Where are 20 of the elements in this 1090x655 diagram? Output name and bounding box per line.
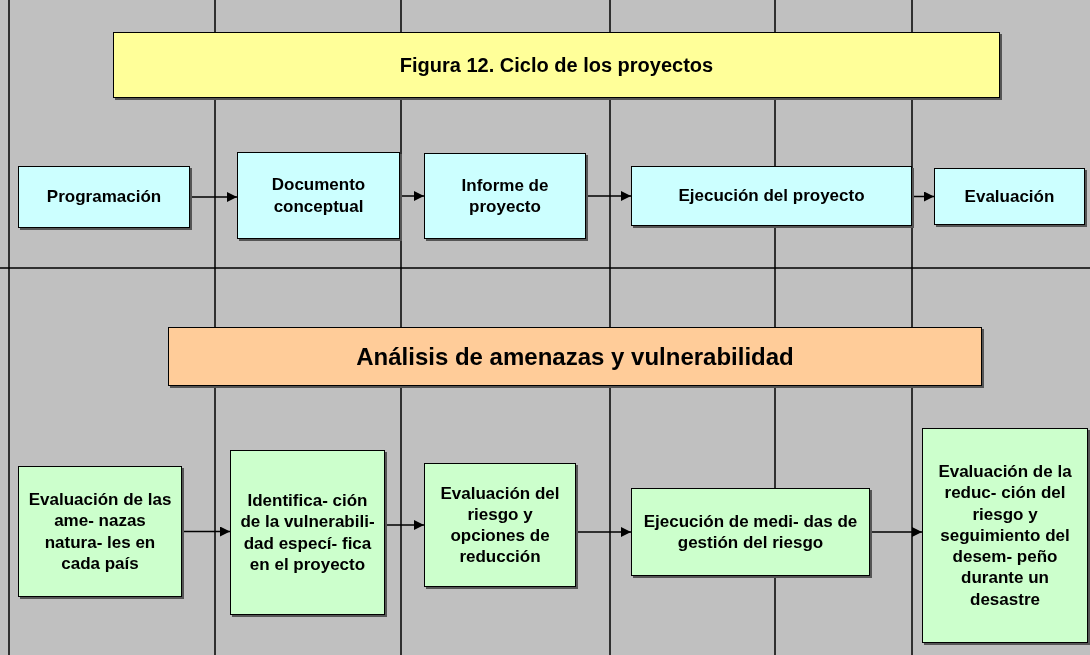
arrow [911, 191, 935, 202]
heading-box: Análisis de amenazas y vulnerabilidad [168, 327, 982, 386]
process-box: Informe de proyecto [424, 153, 586, 239]
arrow [575, 527, 632, 537]
process-box: Programación [18, 166, 190, 228]
process-box: Evaluación de las ame- nazas natura- les en cada país [18, 466, 182, 597]
arrow [399, 191, 425, 201]
arrow [189, 192, 238, 202]
title-box: Figura 12. Ciclo de los proyectos [113, 32, 1000, 98]
process-box: Documento conceptual [237, 152, 400, 239]
process-box: Evaluación [934, 168, 1085, 225]
process-box: Ejecución del proyecto [631, 166, 912, 226]
process-box: Ejecución de medi- das de gestión del riesgo [631, 488, 870, 576]
process-box: Evaluación del riesgo y opciones de reducción [424, 463, 576, 587]
arrow [384, 520, 425, 530]
process-box: Evaluación de la reduc- ción del riesgo y seguimiento del desem- peño durante un desastre [922, 428, 1088, 643]
arrow [181, 526, 231, 537]
arrow [585, 191, 632, 201]
arrow [869, 527, 923, 537]
process-box: Identifica- ción de la vulnerabili- dad especí- fica en el proyecto [230, 450, 385, 615]
